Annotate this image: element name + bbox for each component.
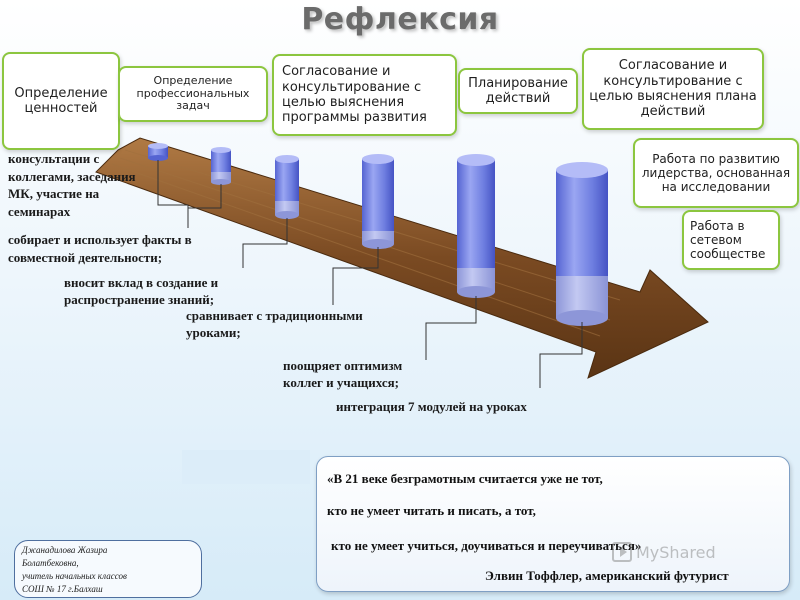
quote-line-2: кто не умеет читать и писать, а тот, [327, 503, 536, 518]
box-prof-tasks-label: Определение профессиональных задач [136, 73, 250, 113]
cylinder-4 [362, 154, 394, 249]
author-box [14, 540, 202, 598]
box-planning: Планирование действий [458, 68, 578, 114]
stage-integration: интеграция 7 модулей на уроках [336, 399, 527, 414]
stage-compare: сравнивает с традиционными уроками; [186, 308, 363, 340]
quote-author: Элвин Тоффлер, американский футурист [485, 568, 729, 583]
cylinder-2 [211, 147, 231, 185]
box-prof-tasks: Определение профессиональных задач [118, 66, 268, 122]
box-plan: Согласование и консультирование с целью … [582, 48, 764, 130]
box-network: Работа в сетевом сообществе [682, 210, 780, 270]
box-program: Согласование и консультирование с целью … [272, 54, 457, 136]
box-plan-label: Согласование и консультирование с целью … [589, 58, 757, 120]
cylinder-1 [148, 143, 168, 161]
blank-panel [182, 450, 310, 484]
quote-line-1: «В 21 веке безграмотным считается уже не… [327, 471, 603, 486]
cylinder-3 [275, 155, 299, 219]
box-values: Определение ценностей [2, 52, 120, 150]
box-planning-label: Планирование действий [468, 75, 568, 106]
cylinder-5 [457, 154, 495, 298]
collect-text: собирает и использует факты в совместной… [8, 232, 192, 265]
author-school: СОШ № 17 г.Балхаш [22, 584, 103, 594]
connector-lines [157, 160, 583, 388]
stage-optimism: поощряет оптимизм коллег и учащихся; [283, 358, 403, 390]
box-values-label: Определение ценностей [14, 85, 108, 116]
consult-text: консультации с коллегами, заседания МК, … [8, 151, 136, 219]
cylinder-6 [556, 162, 608, 326]
author-name: Джанадилова Жазира [22, 545, 108, 555]
author-patronymic: Болатбековна, [22, 558, 79, 568]
box-program-label: Согласование и консультирование с целью … [282, 64, 427, 126]
play-icon [612, 542, 632, 562]
watermark-text: MyShared [636, 542, 716, 562]
watermark: MyShared [612, 542, 716, 562]
stage-contribute: вносит вклад в создание и распространени… [64, 275, 219, 307]
box-leadership: Работа по развитию лидерства, основанная… [633, 138, 799, 208]
slide-title: Рефлексия [301, 2, 499, 37]
quote-line-3: кто не умеет учиться, доучиваться и пере… [331, 538, 642, 553]
quote-box: «В 21 веке безграмотным считается уже не… [316, 456, 790, 592]
box-network-label: Работа в сетевом сообществе [690, 218, 766, 262]
author-position: учитель начальных классов [22, 571, 127, 581]
box-leadership-label: Работа по развитию лидерства, основанная… [641, 151, 791, 195]
